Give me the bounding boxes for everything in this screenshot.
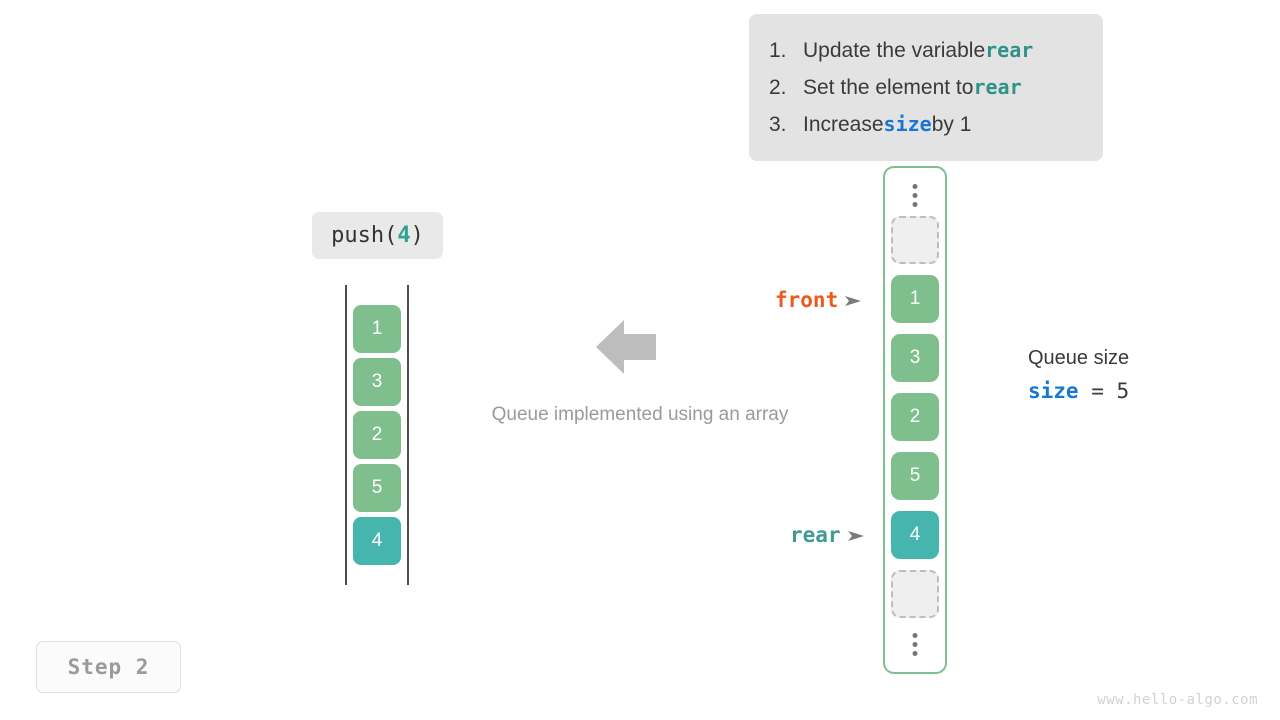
pointer-rear: rear (790, 523, 866, 547)
array-slot: 2 (891, 393, 939, 441)
queue-size-title: Queue size (1028, 347, 1130, 369)
instruction-number: 1. (769, 39, 787, 62)
operation-argument: 4 (397, 223, 411, 248)
array-cell: 3 (353, 358, 401, 406)
instruction-text-post: by 1 (931, 113, 972, 136)
operation-label: push(4) (312, 212, 443, 259)
pointer-arrow-icon (847, 523, 866, 547)
instruction-text-pre: Increase (803, 113, 884, 136)
instruction-variable-size: size (883, 112, 932, 136)
instruction-number: 2. (769, 76, 787, 99)
array-cell: 1 (353, 305, 401, 353)
queue-size-equals: = (1078, 379, 1117, 403)
array-slot: 3 (891, 334, 939, 382)
operation-close-paren: ) (410, 223, 424, 248)
pointer-front: front (775, 288, 863, 312)
queue-size-variable: size (1028, 379, 1079, 403)
left-arrow-icon (596, 320, 656, 374)
queue-size-block: Queue size size = 5 (1028, 343, 1129, 409)
array-slot-empty (891, 570, 939, 618)
instruction-number: 3. (769, 113, 787, 136)
step-badge: Step 2 (36, 641, 181, 693)
array-cell: 5 (353, 464, 401, 512)
queue-size-value: 5 (1116, 379, 1130, 403)
operation-name: push( (331, 223, 398, 248)
ellipsis-dots-bottom-icon (912, 633, 918, 656)
array-slot: 1 (891, 275, 939, 323)
pointer-arrow-icon (845, 288, 863, 312)
watermark: www.hello-algo.com (1097, 692, 1258, 708)
instruction-variable-rear: rear (985, 38, 1034, 62)
array-cell: 2 (353, 411, 401, 459)
instruction-row: 2. Set the element to rear (769, 69, 1081, 106)
ellipsis-dots-top-icon (912, 184, 918, 207)
array-slot-empty (891, 216, 939, 264)
array-rail-left (345, 285, 347, 585)
linear-array: 1 3 2 5 4 (345, 285, 409, 585)
array-slot: 5 (891, 452, 939, 500)
pointer-rear-label: rear (790, 523, 841, 547)
queue-size-expression: size = 5 (1028, 373, 1129, 409)
array-rail-right (407, 285, 409, 585)
array-cell-highlighted: 4 (353, 517, 401, 565)
diagram-caption: Queue implemented using an array (491, 404, 789, 425)
instructions-panel: 1. Update the variable rear 2. Set the e… (749, 14, 1103, 161)
pointer-front-label: front (775, 288, 839, 312)
instruction-text-pre: Update the variable (803, 39, 986, 62)
instruction-variable-rear: rear (973, 75, 1022, 99)
circular-array: 1 3 2 5 4 (883, 166, 947, 674)
instruction-row: 1. Update the variable rear (769, 32, 1081, 69)
instruction-row: 3. Increase size by 1 (769, 106, 1081, 143)
instruction-text-pre: Set the element to (803, 76, 974, 99)
array-slot-highlighted: 4 (891, 511, 939, 559)
